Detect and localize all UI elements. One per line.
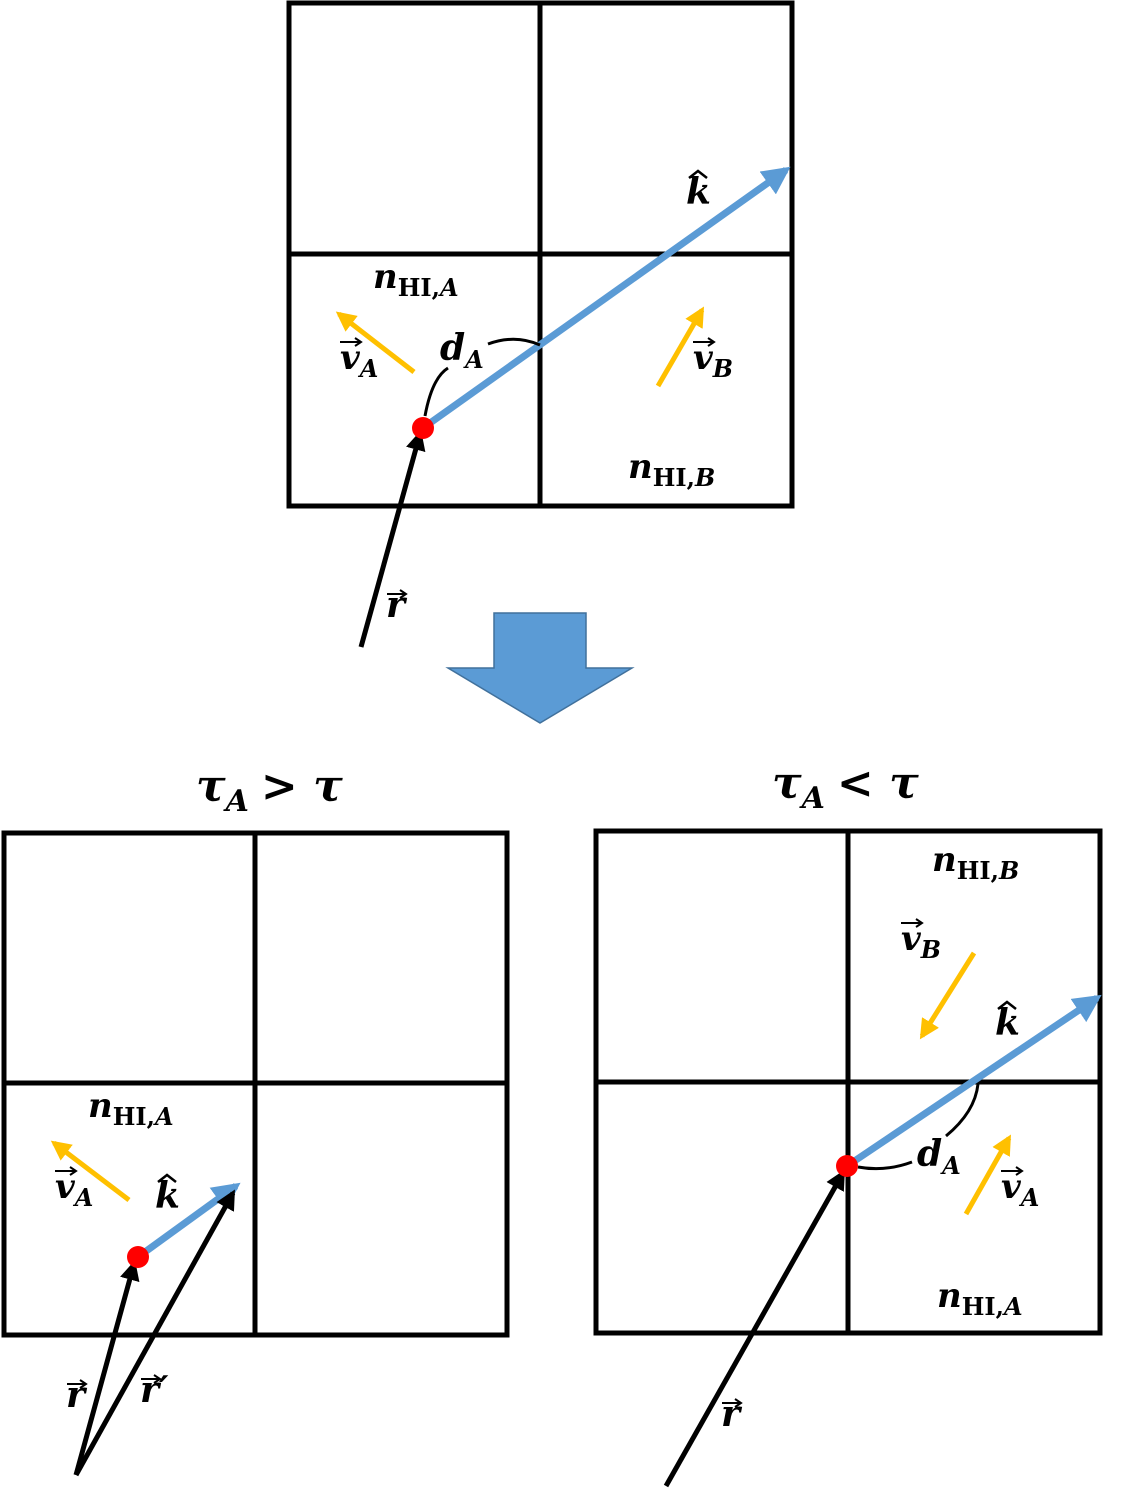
hat-icon	[157, 1173, 177, 1183]
top-velocity-b-arrow	[655, 306, 705, 388]
top-ray-k-arrow	[420, 166, 791, 431]
left-r-label: r	[66, 1374, 88, 1416]
left-v-a-label: vA	[55, 1167, 93, 1212]
left-velocity-a-arrow	[50, 1140, 131, 1202]
top-origin-point	[412, 417, 434, 439]
right-position-r-arrow	[663, 1169, 846, 1488]
top-n-hi-b-label: nHI,B	[628, 447, 715, 492]
right-v-b-label: vB	[901, 919, 941, 964]
right-distance-bracket	[857, 1083, 980, 1171]
vector-arrow-icon	[141, 1374, 162, 1384]
down-block-arrow-icon	[445, 612, 635, 724]
right-grid	[593, 828, 1103, 1336]
vector-arrow-icon	[693, 337, 716, 347]
right-ray-k-arrow	[845, 994, 1102, 1169]
right-velocity-a-arrow	[963, 1134, 1012, 1216]
hat-icon	[997, 1000, 1017, 1010]
top-r-label: r	[386, 584, 408, 626]
vector-arrow-icon	[1001, 1166, 1024, 1176]
top-n-hi-a-label: nHI,A	[373, 257, 459, 302]
top-velocity-a-arrow	[335, 311, 416, 374]
right-n-hi-b-label: nHI,B	[932, 840, 1019, 885]
top-d-a-label: dA	[440, 327, 484, 374]
top-distance-bracket	[423, 337, 541, 417]
left-grid	[1, 830, 510, 1338]
top-v-a-label: vA	[340, 338, 378, 383]
top-grid	[286, 0, 795, 509]
left-position-r-arrow	[73, 1260, 140, 1476]
right-velocity-b-arrow	[919, 951, 977, 1040]
vector-arrow-icon	[55, 1166, 78, 1176]
right-n-hi-a-label: nHI,A	[937, 1276, 1023, 1321]
right-origin-point	[836, 1155, 858, 1177]
right-r-label: r	[721, 1393, 743, 1435]
right-v-a-label: vA	[1001, 1167, 1039, 1212]
vector-arrow-icon	[387, 589, 408, 599]
left-position-r-prime-arrow	[73, 1189, 236, 1477]
right-panel-heading: τA< τ	[772, 758, 919, 816]
top-position-r-arrow	[358, 430, 426, 648]
left-origin-point	[127, 1246, 149, 1268]
hat-icon	[688, 169, 708, 179]
vector-arrow-icon	[67, 1379, 88, 1389]
vector-arrow-icon	[901, 918, 924, 928]
vector-arrow-icon	[722, 1398, 743, 1408]
vector-arrow-icon	[340, 337, 363, 347]
left-panel-heading: τA> τ	[196, 761, 343, 819]
left-ray-k-arrow	[135, 1182, 241, 1260]
top-v-b-label: vB	[693, 338, 733, 383]
right-d-a-label: dA	[917, 1133, 961, 1180]
left-n-hi-a-label: nHI,A	[88, 1086, 174, 1131]
